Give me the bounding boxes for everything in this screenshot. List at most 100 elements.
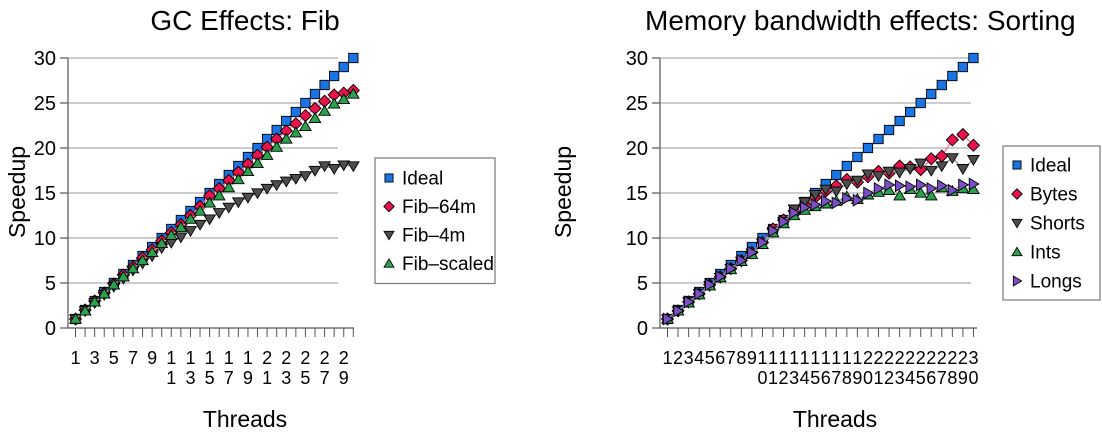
data-point-marker xyxy=(768,224,780,238)
legend-label: Fib–4m xyxy=(402,226,465,247)
data-point-marker xyxy=(193,204,207,216)
data-point-marker xyxy=(903,164,917,175)
x-tick-label: 3 xyxy=(789,368,799,388)
y-tick-label: 30 xyxy=(626,48,648,70)
x-tick-label: 7 xyxy=(320,368,330,388)
x-tick-label: 2 xyxy=(916,348,926,368)
data-point-marker xyxy=(290,106,301,118)
legend-item: Ints xyxy=(1011,243,1061,264)
x-tick-label: 1 xyxy=(757,348,767,368)
data-point-marker xyxy=(193,219,207,231)
data-point-marker xyxy=(968,177,980,191)
data-point-marker xyxy=(145,246,159,258)
data-point-marker xyxy=(308,112,322,123)
x-tick-label: 2 xyxy=(884,348,894,368)
x-tick-label: 9 xyxy=(852,368,862,388)
triangle-up-icon xyxy=(383,257,395,268)
data-point-marker xyxy=(260,148,274,160)
x-tick-label: 5 xyxy=(205,368,215,388)
series-longs xyxy=(662,177,980,326)
x-tick-label: 3 xyxy=(185,368,195,388)
data-point-marker xyxy=(894,115,905,127)
legend-item: Longs xyxy=(1012,272,1082,293)
legend-item: Fib–scaled xyxy=(383,254,494,275)
x-tick-label: 1 xyxy=(768,348,778,368)
y-tick-label: 5 xyxy=(637,273,648,295)
x-tick-label: 6 xyxy=(821,368,831,388)
y-tick-label: 20 xyxy=(626,138,648,160)
data-point-marker xyxy=(968,52,979,64)
x-tick-label: 1 xyxy=(224,348,234,368)
data-point-marker xyxy=(241,192,255,204)
legend-label: Fib–64m xyxy=(402,197,476,218)
chart-memory-bandwidth-sorting: Memory bandwidth effects: Sorting Speedu… xyxy=(550,0,1102,440)
data-point-marker xyxy=(337,93,351,105)
data-point-marker xyxy=(212,189,226,201)
x-tick-label: 2 xyxy=(300,348,310,368)
legend-label: Ints xyxy=(1030,243,1061,264)
x-tick-label: 2 xyxy=(262,348,272,368)
data-point-marker xyxy=(893,189,907,201)
x-tick-label: 0 xyxy=(968,368,978,388)
data-point-marker xyxy=(924,189,938,201)
x-tick-label: 3 xyxy=(281,368,291,388)
data-point-marker xyxy=(78,304,92,316)
y-tick-label: 20 xyxy=(34,138,56,160)
data-point-marker xyxy=(862,142,874,154)
x-tick-label: 7 xyxy=(128,348,138,368)
legend-label: Longs xyxy=(1030,272,1082,293)
x-tick-label: 1 xyxy=(821,348,831,368)
data-point-marker xyxy=(916,178,927,192)
y-tick-label: 5 xyxy=(45,273,56,295)
data-point-marker xyxy=(251,188,265,200)
x-tick-label: 9 xyxy=(147,348,157,368)
data-point-marker xyxy=(164,229,178,240)
x-tick-label: 4 xyxy=(800,368,810,388)
data-point-marker xyxy=(861,169,875,181)
data-point-marker xyxy=(936,79,947,91)
data-point-marker xyxy=(279,132,293,144)
data-point-marker xyxy=(174,220,188,232)
data-point-marker xyxy=(260,183,274,195)
data-point-marker xyxy=(937,179,949,193)
data-point-marker xyxy=(289,126,303,138)
x-tick-label: 1 xyxy=(166,368,176,388)
data-point-marker xyxy=(915,97,926,109)
data-point-marker xyxy=(69,312,82,324)
data-point-marker xyxy=(821,194,833,208)
x-tick-label: 1 xyxy=(810,348,820,368)
data-point-marker xyxy=(914,186,928,198)
data-point-marker xyxy=(935,149,949,163)
data-point-marker xyxy=(203,214,217,226)
y-tick-label: 0 xyxy=(45,318,56,340)
legend-item: Ideal xyxy=(384,169,443,190)
series-shorts xyxy=(661,153,980,326)
legend-item: Bytes xyxy=(1011,185,1078,206)
data-point-marker xyxy=(905,180,917,194)
x-tick-label: 1 xyxy=(243,348,253,368)
legend-label: Ideal xyxy=(402,169,443,190)
data-point-marker xyxy=(279,176,293,188)
data-point-marker xyxy=(338,61,349,73)
data-point-marker xyxy=(819,184,833,196)
data-point-marker xyxy=(800,200,811,214)
x-tick-label: 2 xyxy=(281,348,291,368)
x-tick-label: 5 xyxy=(705,348,715,368)
x-tick-label: 2 xyxy=(947,348,957,368)
data-point-marker xyxy=(810,198,822,212)
data-point-marker xyxy=(966,138,981,152)
x-tick-label: 7 xyxy=(831,368,841,388)
data-point-marker xyxy=(327,97,341,109)
data-point-marker xyxy=(905,106,916,118)
data-point-marker xyxy=(231,197,245,209)
y-tick-label: 10 xyxy=(34,228,56,250)
data-point-marker xyxy=(327,164,341,175)
data-point-marker xyxy=(914,162,928,177)
data-point-marker xyxy=(914,158,928,170)
x-tick-label: 5 xyxy=(300,368,310,388)
data-point-marker xyxy=(251,157,265,168)
data-point-marker xyxy=(348,52,359,64)
x-tick-label: 3 xyxy=(684,348,694,368)
square-icon xyxy=(384,173,394,183)
data-point-marker xyxy=(183,212,197,224)
